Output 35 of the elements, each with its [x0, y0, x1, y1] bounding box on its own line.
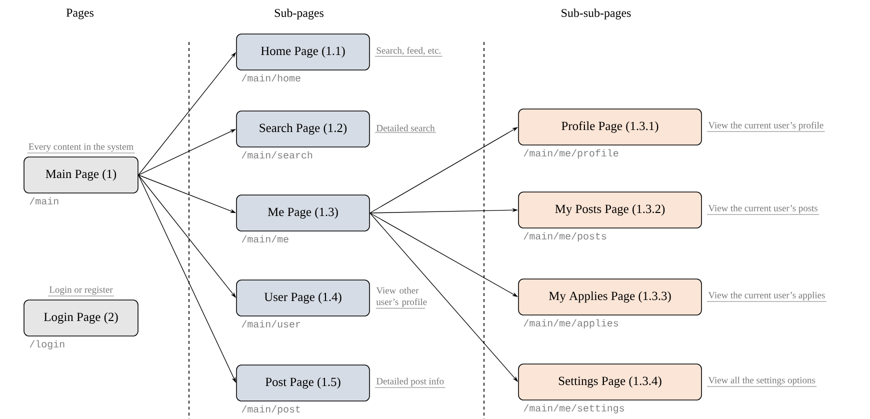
url-path: /main/post — [242, 405, 300, 414]
page-box: Home Page (1.1) — [236, 34, 370, 70]
page-description: View other user’s profile — [376, 287, 427, 308]
page-box: User Page (1.4) — [236, 280, 370, 316]
page-box: Login Page (2) — [24, 300, 138, 336]
page-description: Every content in the system — [26, 143, 136, 154]
url-path: /main/user — [242, 320, 300, 328]
page-description: Search, feed, etc. — [374, 46, 443, 57]
page-box: Search Page (1.2) — [236, 110, 370, 148]
page-box: Settings Page (1.3.4) — [518, 364, 702, 400]
page-description: View the current user’s applies — [706, 292, 827, 302]
page-description: Detailed post info — [374, 378, 446, 388]
page-box: My Posts Page (1.3.2) — [518, 192, 702, 228]
url-path: /main/me/posts — [524, 232, 606, 242]
url-path: /main/me/profile — [524, 149, 618, 158]
url-path: /main/home — [242, 74, 300, 82]
page-description: View the current user’s profile — [706, 122, 826, 132]
url-path: /main — [30, 197, 58, 205]
page-box: Main Page (1) — [24, 156, 138, 194]
page-box: Me Page (1.3) — [236, 194, 370, 232]
page-description: View all the settings options — [706, 376, 817, 387]
url-path: /main/me — [242, 235, 288, 243]
page-box: Post Page (1.5) — [236, 364, 370, 402]
column-heading: Pages — [66, 8, 94, 20]
page-description: View the current user’s posts — [706, 204, 820, 215]
url-path: /main/me/applies — [524, 319, 618, 328]
column-heading: Sub-pages — [274, 8, 324, 20]
column-heading: Sub-sub-pages — [562, 8, 631, 20]
url-path: /login — [30, 340, 64, 350]
page-description: Detailed search — [374, 124, 436, 133]
page-box: My Applies Page (1.3.3) — [518, 278, 702, 316]
page-description: Login or register — [48, 286, 114, 296]
url-path: /main/me/settings — [524, 404, 624, 414]
url-path: /main/search — [242, 151, 312, 159]
page-box: Profile Page (1.3.1) — [518, 108, 702, 146]
